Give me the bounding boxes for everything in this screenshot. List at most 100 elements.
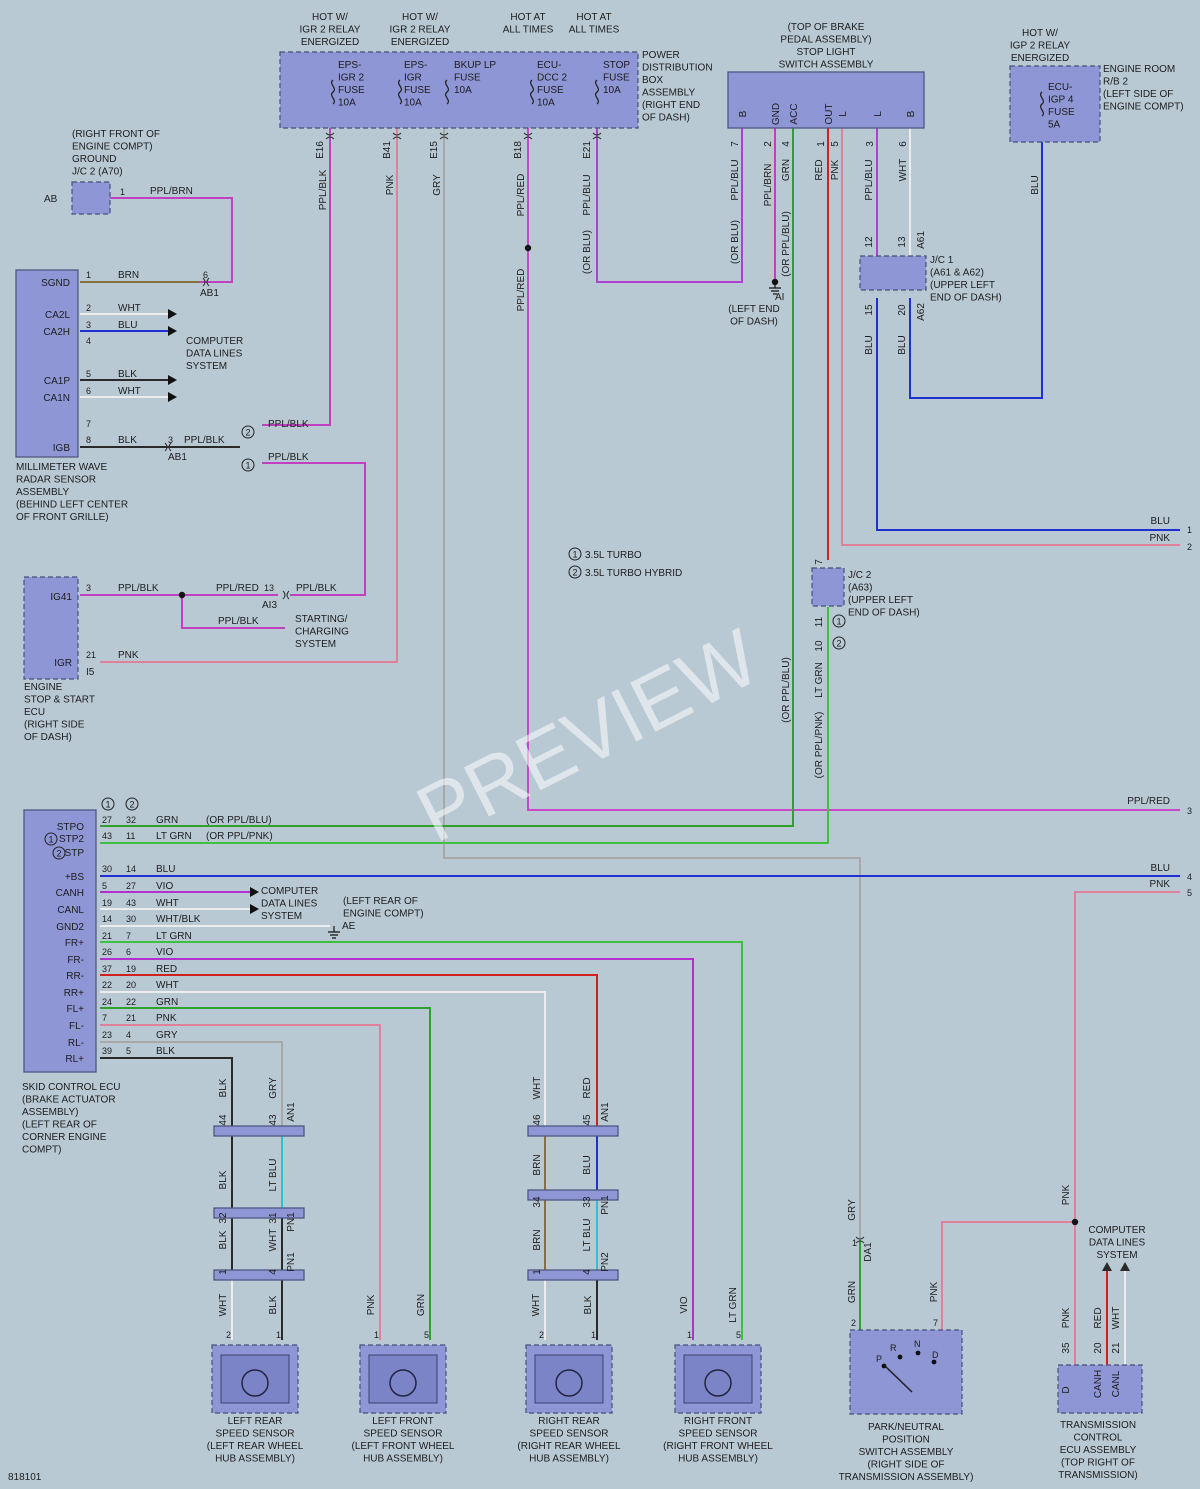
skid-pin: 23 (102, 1030, 112, 1040)
wire-radar-v1 (262, 462, 366, 596)
pin: 4 (582, 1269, 593, 1275)
wire-fr-plus (100, 941, 743, 1340)
arrow-right-icon (250, 887, 259, 897)
switch-terminal: OUT (824, 103, 835, 124)
right-edge-number: 5 (1187, 888, 1192, 898)
variant-circle (125, 797, 139, 811)
variant-circle (52, 846, 66, 860)
wire-label: GRN (847, 1281, 858, 1303)
right-edge-wire: PNK (1149, 533, 1170, 544)
wire-label: WHT (1111, 1307, 1122, 1330)
sensor-pin: 1 (276, 1330, 281, 1340)
speed-sensor-body (534, 1354, 604, 1404)
wire-jc2-ltgrn (100, 607, 829, 844)
wire-label: PPL/BLK (218, 616, 259, 627)
skid-pin: 19 (102, 898, 112, 908)
wire-label: LT GRN (156, 831, 192, 842)
right-edge-number: 3 (1187, 806, 1192, 816)
switch-lever-icon (884, 1365, 913, 1393)
pnp-switch-box (849, 1329, 963, 1415)
wire-label: BLU (864, 335, 875, 354)
variant-number: 1 (245, 461, 250, 471)
speed-sensor-icon (241, 1369, 269, 1397)
jc2-pin: 11 (814, 616, 825, 627)
wire-label: LT GRN (814, 662, 825, 698)
variant-number: 2 (572, 568, 577, 578)
skid-terminal: +BS (65, 872, 85, 883)
pin-number: 1 (120, 187, 125, 197)
switch-terminal: GND (771, 103, 782, 125)
wire-jc1-blu (876, 298, 1180, 531)
switch-pin: 3 (865, 141, 876, 147)
wire-label: PPL/RED (216, 583, 259, 594)
pdb-pin: B41 (382, 141, 393, 159)
wire-e21-stop (596, 128, 743, 283)
radar-terminal: IGB (53, 443, 71, 454)
skid-pin: 27 (126, 881, 136, 891)
variant-number: 1 (105, 800, 110, 810)
ground-icon-ai (769, 282, 781, 295)
wire-label: WHT (531, 1294, 542, 1317)
wire-label: (OR PPL/BLU) (781, 657, 792, 723)
wire-fl-minus (100, 1024, 381, 1340)
wire-label: BLU (156, 864, 175, 875)
switch-pin: 1 (816, 141, 827, 147)
tcm-terminal: CANL (1111, 1370, 1122, 1397)
pin: 45 (582, 1114, 593, 1126)
right-edge-number: 1 (1187, 525, 1192, 535)
sensor-pin: 2 (539, 1330, 544, 1340)
speed-sensor-body (220, 1354, 290, 1404)
skid-terminal: FR- (67, 955, 84, 966)
right-edge-number: 2 (1187, 542, 1192, 552)
wire-label: (OR PPL/PNK) (206, 831, 273, 842)
tcm-terminal: CANH (1093, 1370, 1104, 1398)
variant-number: 2 (56, 849, 61, 859)
speed-sensor-icon (555, 1369, 583, 1397)
connector-icon (392, 132, 402, 140)
pnp-pin: 7 (933, 1318, 938, 1328)
wire-label: WHT (156, 980, 179, 991)
wire-label: PPL/BLK (268, 419, 309, 430)
switch-contact-icon (897, 1354, 903, 1360)
skid-pin: 5 (126, 1046, 131, 1056)
skid-pin: 27 (102, 815, 112, 825)
sensor-pin: 5 (736, 1330, 741, 1340)
wire-label: PPL/BLK (268, 452, 309, 463)
inline-lr-a (213, 1125, 305, 1137)
variant-circle (832, 614, 846, 628)
switch-contact-icon (915, 1350, 921, 1356)
skid-terminal: RR- (66, 971, 84, 982)
right-edge-wire: PPL/RED (1127, 796, 1170, 807)
skid-terminal: CANH (56, 888, 84, 899)
jc2-pin: 10 (814, 640, 825, 652)
wire-label: WHT (118, 303, 141, 314)
wire-label: PPL/BRN (150, 186, 193, 197)
variant-number: 2 (245, 428, 250, 438)
wire-label: PPL/BLU (864, 159, 875, 200)
speed-sensor-body (368, 1354, 438, 1404)
variant-circle (832, 636, 846, 650)
switch-terminal: B (906, 110, 917, 117)
preview-watermark: PREVIEW (403, 612, 773, 859)
wire-label: BLK (156, 1046, 175, 1057)
skid-terminal: GND2 (56, 922, 84, 933)
arrow-right-icon (168, 375, 177, 385)
variant-circle (241, 425, 255, 439)
wire-label: RED (814, 159, 825, 180)
shift-position-letter: P (876, 1354, 882, 1364)
wire-label: BLK (118, 435, 137, 446)
wire-fr-minus (100, 958, 694, 1340)
pin: 33 (582, 1196, 593, 1208)
switch-pin: 7 (730, 141, 741, 147)
jc1-pin: 20 (897, 304, 908, 316)
